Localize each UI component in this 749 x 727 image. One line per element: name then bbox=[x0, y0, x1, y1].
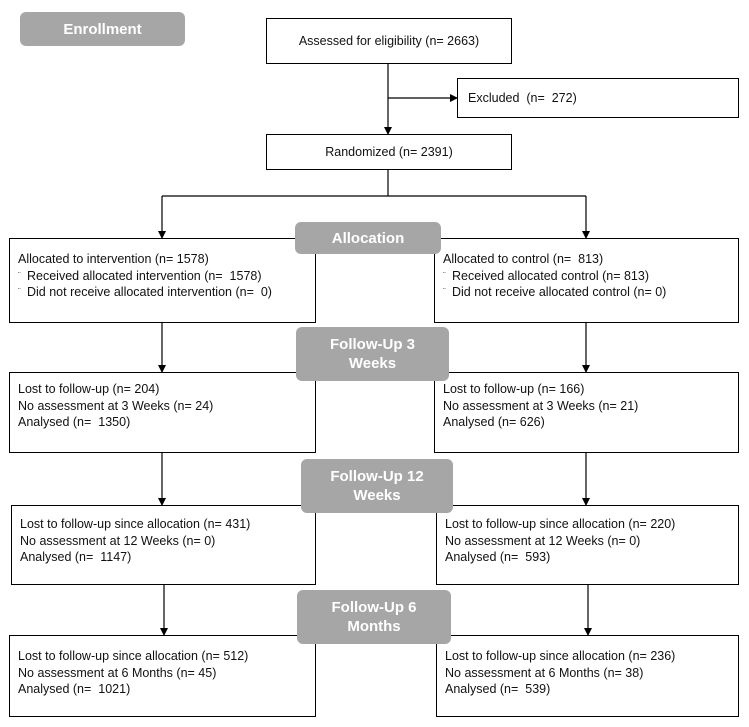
box-intervention-allocation: Allocated to intervention (n= 1578) ¨ Rec… bbox=[9, 238, 316, 323]
intervention-allocation-title: Allocated to intervention (n= 1578) bbox=[18, 252, 209, 266]
control-week12-lost: Lost to follow-up since allocation (n= 2… bbox=[445, 517, 676, 531]
control-allocation-title: Allocated to control (n= 813) bbox=[443, 252, 604, 266]
control-not-received: Did not receive allocated control (n= 0) bbox=[452, 285, 667, 299]
control-week12-analysed: Analysed (n= 593) bbox=[445, 550, 551, 564]
intervention-month6-no-assessment: No assessment at 6 Months (n= 45) bbox=[18, 665, 217, 680]
control-week3-no-assessment: No assessment at 3 Weeks (n= 21) bbox=[443, 398, 639, 413]
stage-followup-12-weeks: Follow-Up 12 Weeks bbox=[301, 459, 453, 513]
box-control-week12: Lost to follow-up since allocation (n= 2… bbox=[436, 505, 739, 585]
intervention-month6-lost: Lost to follow-up since allocation (n= 5… bbox=[18, 649, 249, 663]
bullet-icon: ¨ bbox=[18, 270, 21, 280]
control-received: Received allocated control (n= 813) bbox=[452, 268, 649, 283]
control-month6-analysed: Analysed (n= 539) bbox=[445, 682, 551, 696]
intervention-week12-no-assessment: No assessment at 12 Weeks (n= 0) bbox=[20, 533, 216, 548]
control-week3-analysed: Analysed (n= 626) bbox=[443, 415, 545, 429]
box-intervention-week12: Lost to follow-up since allocation (n= 4… bbox=[11, 505, 316, 585]
stage-followup-3-line2: Weeks bbox=[348, 355, 397, 372]
intervention-not-received: Did not receive allocated intervention (… bbox=[27, 285, 272, 299]
intervention-week3-lost: Lost to follow-up (n= 204) bbox=[18, 382, 160, 396]
stage-enrollment-label: Enrollment bbox=[63, 20, 142, 38]
intervention-week3-no-assessment: No assessment at 3 Weeks (n= 24) bbox=[18, 398, 214, 413]
bullet-icon: ¨ bbox=[443, 287, 446, 296]
control-month6-lost: Lost to follow-up since allocation (n= 2… bbox=[445, 649, 676, 663]
box-assessed: Assessed for eligibility (n= 2663) bbox=[266, 18, 512, 64]
stage-followup-3-line1: Follow-Up 3 bbox=[330, 336, 415, 353]
stage-followup-12-line2: Weeks bbox=[353, 487, 401, 504]
intervention-week12-analysed: Analysed (n= 1147) bbox=[20, 550, 132, 564]
stage-allocation-label: Allocation bbox=[331, 229, 405, 247]
intervention-received: Received allocated intervention (n= 1578… bbox=[27, 268, 262, 283]
box-intervention-week3: Lost to follow-up (n= 204) No assessment… bbox=[9, 372, 316, 453]
bullet-icon: ¨ bbox=[18, 287, 21, 296]
box-intervention-month6: Lost to follow-up since allocation (n= 5… bbox=[9, 635, 316, 717]
stage-allocation: Allocation bbox=[295, 222, 441, 254]
box-control-month6: Lost to follow-up since allocation (n= 2… bbox=[436, 635, 739, 717]
stage-followup-12-line1: Follow-Up 12 bbox=[330, 468, 424, 485]
box-randomized: Randomized (n= 2391) bbox=[266, 134, 512, 170]
excluded-text: Excluded (n= 272) bbox=[468, 90, 577, 105]
stage-followup-6-months: Follow-Up 6 Months bbox=[297, 590, 451, 644]
control-week3-lost: Lost to follow-up (n= 166) bbox=[443, 382, 585, 396]
intervention-week12-lost: Lost to follow-up since allocation (n= 4… bbox=[20, 517, 251, 531]
control-week12-no-assessment: No assessment at 12 Weeks (n= 0) bbox=[445, 533, 641, 548]
assessed-text: Assessed for eligibility (n= 2663) bbox=[298, 33, 480, 48]
stage-followup-3-weeks: Follow-Up 3 Weeks bbox=[296, 327, 449, 381]
stage-enrollment: Enrollment bbox=[20, 12, 185, 46]
stage-followup-6-line2: Months bbox=[347, 618, 401, 635]
stage-followup-6-line1: Follow-Up 6 bbox=[331, 599, 417, 616]
box-control-allocation: Allocated to control (n= 813) ¨ Received … bbox=[434, 238, 739, 323]
control-month6-no-assessment: No assessment at 6 Months (n= 38) bbox=[445, 665, 644, 680]
box-control-week3: Lost to follow-up (n= 166) No assessment… bbox=[434, 372, 739, 453]
intervention-month6-analysed: Analysed (n= 1021) bbox=[18, 682, 131, 696]
box-excluded: Excluded (n= 272) bbox=[457, 78, 739, 118]
randomized-text: Randomized (n= 2391) bbox=[325, 144, 453, 159]
intervention-week3-analysed: Analysed (n= 1350) bbox=[18, 415, 131, 429]
bullet-icon: ¨ bbox=[443, 270, 446, 280]
